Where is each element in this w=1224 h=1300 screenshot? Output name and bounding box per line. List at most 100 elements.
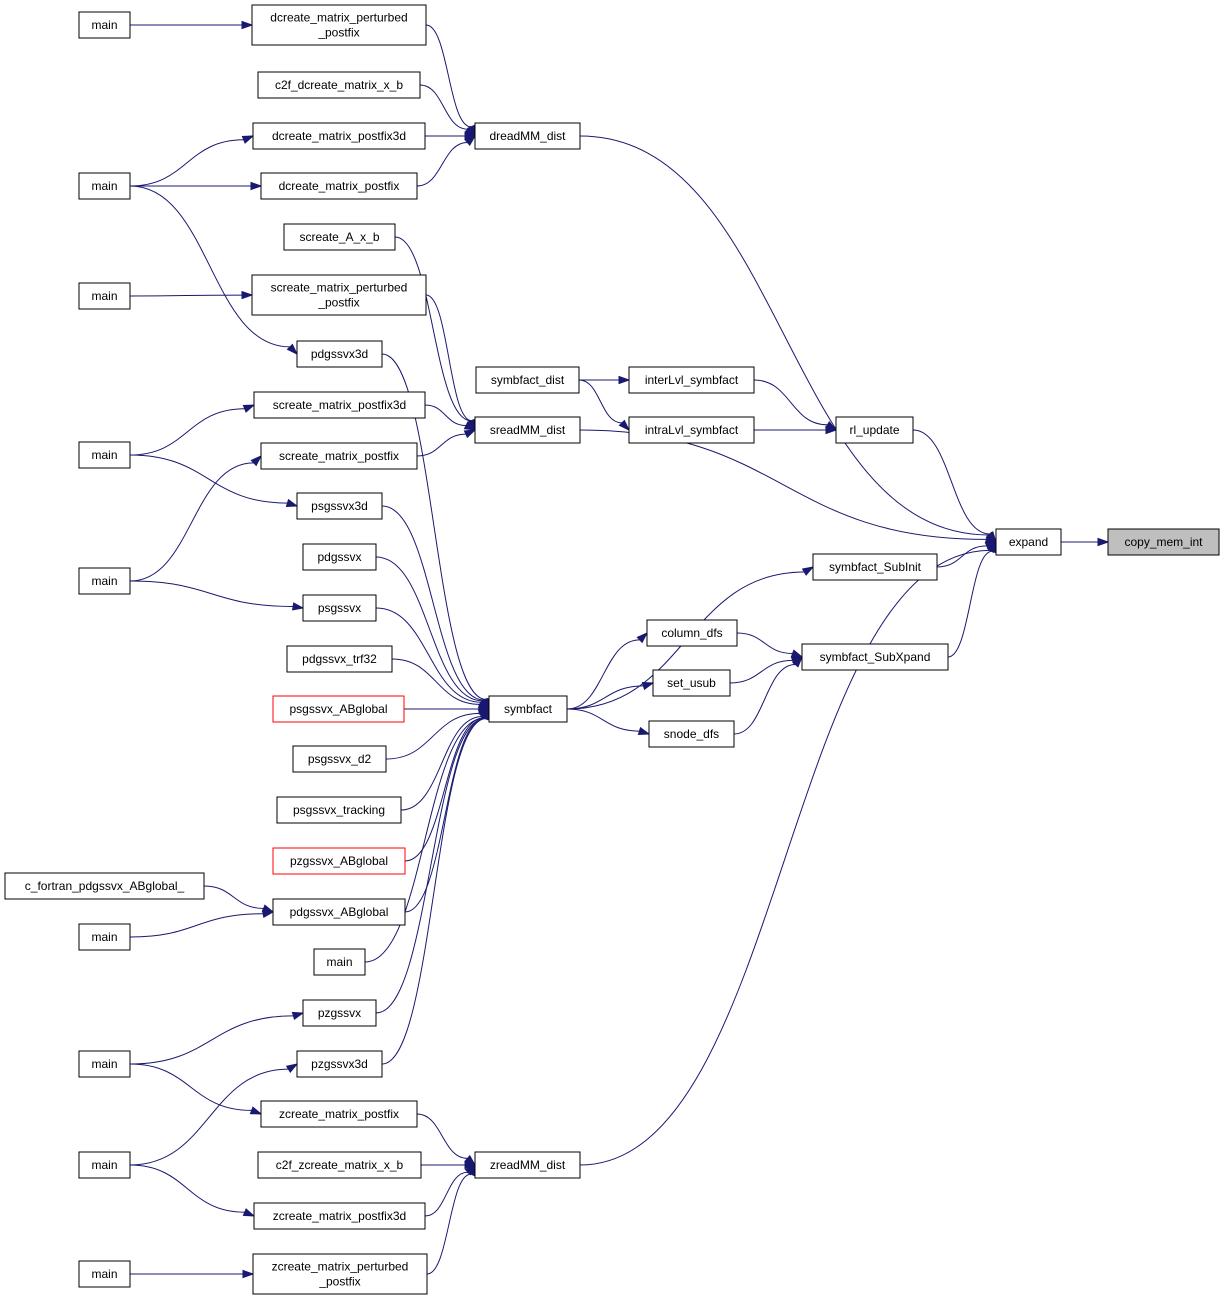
- node-label: main: [91, 1267, 117, 1281]
- node-psgssvx-ABglobal[interactable]: psgssvx_ABglobal: [272, 695, 405, 723]
- node-snode-dfs[interactable]: snode_dfs: [648, 720, 735, 748]
- arrowhead: [618, 419, 631, 432]
- node-zreadMM-dist[interactable]: zreadMM_dist: [474, 1151, 581, 1179]
- node-dcreate-matrix-perturbed-postfix[interactable]: dcreate_matrix_perturbed_postfix: [251, 4, 427, 46]
- node-label: zcreate_matrix_postfix3d: [273, 1209, 406, 1223]
- node-main-mid[interactable]: main: [313, 948, 366, 976]
- node-label: screate_matrix_postfix3d: [273, 398, 406, 412]
- node-label: pdgssvx: [317, 550, 361, 564]
- node-psgssvx3d[interactable]: psgssvx3d: [296, 492, 383, 520]
- node-c2f-dcreate-matrix-x-b[interactable]: c2f_dcreate_matrix_x_b: [257, 71, 421, 99]
- node-zcreate-matrix-postfix3d[interactable]: zcreate_matrix_postfix3d: [253, 1202, 426, 1230]
- node-interLvl-symbfact[interactable]: interLvl_symbfact: [628, 366, 755, 394]
- edge-column_dfs-to-symbfact_SubXpand: [736, 632, 804, 658]
- arrowhead: [464, 135, 477, 147]
- node-label: dcreate_matrix_perturbed: [270, 11, 407, 25]
- node-box: [272, 898, 406, 926]
- node-column-dfs[interactable]: column_dfs: [646, 619, 738, 647]
- node-sreadMM-dist[interactable]: sreadMM_dist: [474, 416, 581, 444]
- node-c-fortran-pdgssvx-ABglobal-[interactable]: c_fortran_pdgssvx_ABglobal_: [4, 872, 205, 900]
- edge-line: [729, 659, 793, 684]
- node-box: [78, 1260, 131, 1288]
- edge-main_2-to-dcreate_matrix_postfix: [130, 181, 263, 191]
- edge-sreadMM_dist-to-expand: [579, 429, 998, 544]
- edge-main_5-to-psgssvx: [129, 580, 305, 611]
- arrowhead: [285, 1063, 299, 1074]
- node-label: main: [91, 448, 117, 462]
- edge-set_usub-to-symbfact_SubXpand: [729, 656, 804, 684]
- edge-main_7-to-zcreate_matrix_postfix: [129, 1063, 263, 1115]
- node-dreadMM-dist[interactable]: dreadMM_dist: [474, 122, 581, 150]
- edge-line: [566, 639, 640, 710]
- edge-line: [424, 404, 467, 427]
- edge-dcreate_matrix_perturbed_postfix-to-dreadMM_dist: [425, 24, 476, 138]
- node-main-1[interactable]: main: [78, 11, 131, 39]
- arrowhead: [636, 631, 649, 644]
- node-pdgssvx[interactable]: pdgssvx: [302, 543, 377, 571]
- node-psgssvx[interactable]: psgssvx: [302, 594, 377, 622]
- node-screate-matrix-postfix[interactable]: screate_matrix_postfix: [260, 442, 418, 470]
- node-screate-matrix-postfix3d[interactable]: screate_matrix_postfix3d: [253, 391, 426, 419]
- node-box: [286, 645, 393, 673]
- node-psgssvx-d2[interactable]: psgssvx_d2: [292, 745, 387, 773]
- node-main-5[interactable]: main: [78, 567, 131, 595]
- node-psgssvx-tracking[interactable]: psgssvx_tracking: [276, 796, 402, 824]
- node-box: [257, 1151, 422, 1179]
- node-pdgssvx-trf32[interactable]: pdgssvx_trf32: [286, 645, 393, 673]
- node-copy-mem-int[interactable]: copy_mem_int: [1107, 528, 1220, 556]
- node-screate-A-x-b[interactable]: screate_A_x_b: [283, 223, 396, 251]
- node-label: snode_dfs: [664, 727, 719, 741]
- arrowhead: [242, 404, 256, 413]
- node-box: [257, 71, 421, 99]
- node-main-9[interactable]: main: [78, 1260, 131, 1288]
- node-expand[interactable]: expand: [995, 528, 1062, 556]
- edge-rl_update-to-expand: [912, 429, 997, 544]
- node-label: dcreate_matrix_postfix: [279, 179, 400, 193]
- node-label: main: [91, 1158, 117, 1172]
- node-screate-matrix-perturbed-postfix[interactable]: screate_matrix_perturbed_postfix: [251, 274, 427, 316]
- node-symbfact-SubInit[interactable]: symbfact_SubInit: [812, 553, 938, 581]
- node-main-2[interactable]: main: [78, 172, 131, 200]
- edge-line: [416, 142, 468, 187]
- node-set-usub[interactable]: set_usub: [652, 669, 731, 697]
- node-symbfact-SubXpand[interactable]: symbfact_SubXpand: [801, 643, 949, 671]
- edge-pzgssvx3d-to-symbfact: [381, 707, 490, 1065]
- node-box: [302, 594, 377, 622]
- edge-c2f_zcreate_matrix_x_b-to-zreadMM_dist: [421, 1160, 477, 1170]
- node-pzgssvx-ABglobal[interactable]: pzgssvx_ABglobal: [272, 847, 406, 875]
- node-pdgssvx-ABglobal[interactable]: pdgssvx_ABglobal: [272, 898, 406, 926]
- node-label: psgssvx: [318, 601, 361, 615]
- node-main-3[interactable]: main: [78, 282, 131, 310]
- node-box: [646, 619, 738, 647]
- node-symbfact-dist[interactable]: symbfact_dist: [475, 366, 580, 394]
- node-intraLvl-symbfact[interactable]: intraLvl_symbfact: [628, 416, 755, 444]
- node-c2f-zcreate-matrix-x-b[interactable]: c2f_zcreate_matrix_x_b: [257, 1151, 422, 1179]
- edge-expand-to-copy_mem_int: [1060, 537, 1110, 547]
- edge-line: [578, 379, 622, 424]
- node-label: symbfact: [504, 702, 553, 716]
- node-main-6[interactable]: main: [78, 923, 131, 951]
- node-dcreate-matrix-postfix[interactable]: dcreate_matrix_postfix: [260, 172, 418, 200]
- edge-line: [381, 353, 487, 700]
- edge-screate_matrix_postfix3d-to-sreadMM_dist: [424, 404, 477, 431]
- edge-line: [753, 379, 828, 426]
- edge-symbfact_SubXpand-to-expand: [947, 540, 997, 658]
- node-pzgssvx[interactable]: pzgssvx: [302, 999, 377, 1027]
- node-box: [474, 416, 581, 444]
- node-zcreate-matrix-postfix[interactable]: zcreate_matrix_postfix: [260, 1100, 418, 1128]
- node-main-8[interactable]: main: [78, 1151, 131, 1179]
- edge-symbfact-to-column_dfs: [566, 631, 649, 710]
- node-zcreate-matrix-perturbed-postfix[interactable]: zcreate_matrix_perturbed_postfix: [252, 1253, 428, 1295]
- node-pdgssvx3d[interactable]: pdgssvx3d: [296, 340, 383, 368]
- edge-line: [391, 658, 481, 705]
- node-main-4[interactable]: main: [78, 441, 131, 469]
- node-main-7[interactable]: main: [78, 1050, 131, 1078]
- node-box: [260, 1100, 418, 1128]
- node-pzgssvx3d[interactable]: pzgssvx3d: [296, 1050, 383, 1078]
- node-box: [302, 543, 377, 571]
- node-box: [78, 11, 131, 39]
- node-dcreate-matrix-postfix3d[interactable]: dcreate_matrix_postfix3d: [252, 122, 426, 150]
- node-rl-update[interactable]: rl_update: [835, 416, 914, 444]
- node-symbfact[interactable]: symbfact: [488, 695, 568, 723]
